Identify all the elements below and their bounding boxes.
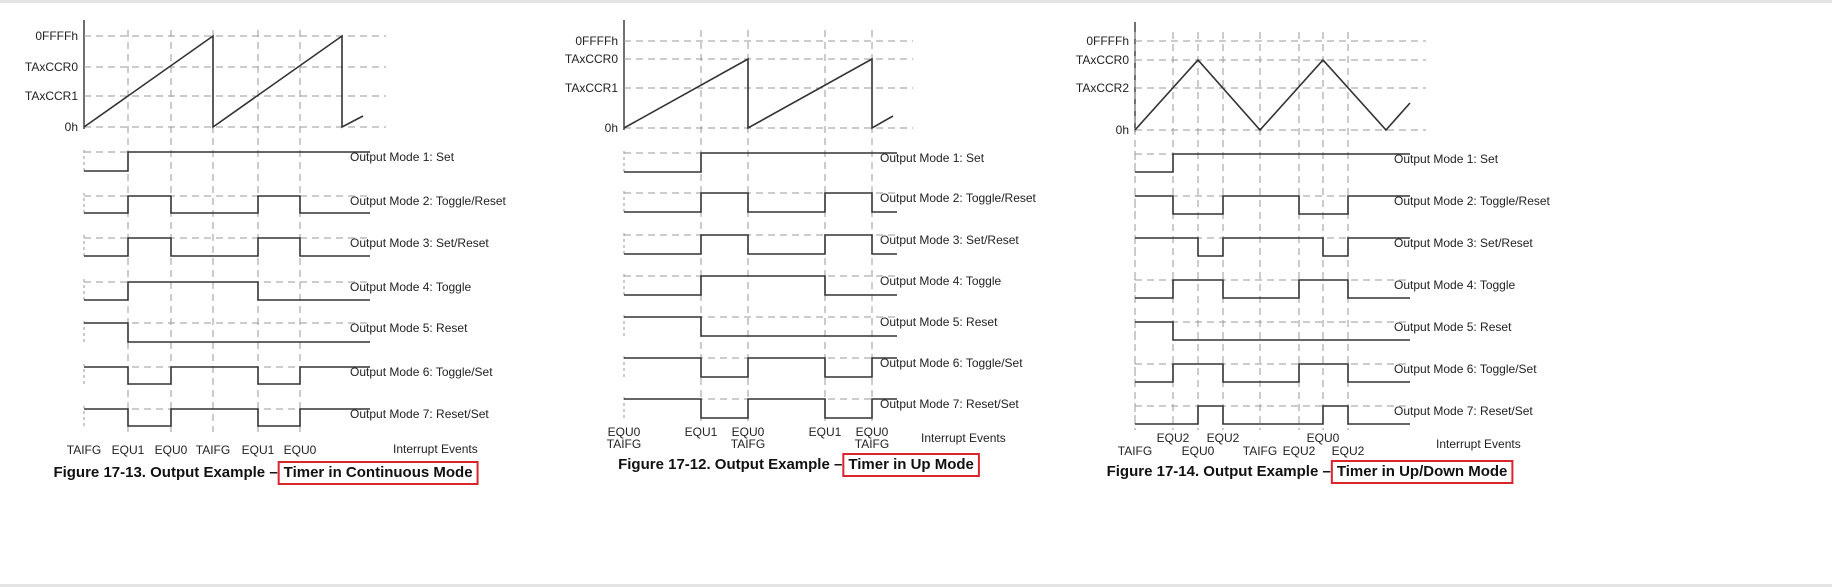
level-label-1: 0FFFFh [1086, 34, 1129, 48]
output-mode-2-waveform [1135, 195, 1410, 215]
interrupt-events-label: Interrupt Events [393, 442, 478, 456]
output-mode-4-waveform [84, 281, 370, 301]
caption-number: Figure 17-13. Output Example – [53, 464, 277, 481]
output-mode-7-waveform [1135, 405, 1410, 425]
output-mode-6-waveform [624, 357, 897, 378]
event-label-1: EQU0 [608, 425, 641, 439]
level-label-2: TAxCCR0 [565, 52, 618, 66]
level-label-3: TAxCCR1 [565, 81, 618, 95]
output-mode-2-label: Output Mode 2: Toggle/Reset [1394, 194, 1551, 208]
caption-number: Figure 17-12. Output Example – [618, 456, 842, 473]
event-label-8: EQU2 [1332, 444, 1365, 458]
event-label-3: EQU0 [1182, 444, 1215, 458]
level-label-3: TAxCCR1 [25, 89, 78, 103]
output-mode-3-waveform [1135, 237, 1410, 257]
output-mode-6-label: Output Mode 6: Toggle/Set [350, 365, 493, 379]
event-sublabel-1: TAIFG [607, 437, 641, 451]
output-mode-1-waveform [624, 152, 897, 173]
level-label-2: TAxCCR0 [1076, 53, 1129, 67]
level-label-1: 0FFFFh [575, 34, 618, 48]
event-label-2: EQU1 [685, 425, 718, 439]
event-label-2: EQU1 [112, 443, 145, 457]
event-label-1: TAIFG [1118, 444, 1152, 458]
output-mode-5-waveform [624, 316, 897, 337]
output-mode-3-waveform [84, 237, 370, 257]
timer-count-waveform [623, 57, 894, 130]
output-mode-2-waveform [624, 192, 897, 213]
event-label-5: TAIFG [1243, 444, 1277, 458]
output-mode-5-waveform [84, 322, 370, 343]
output-mode-4-label: Output Mode 4: Toggle [350, 280, 472, 294]
output-mode-3-label: Output Mode 3: Set/Reset [1394, 236, 1533, 250]
figure-caption: Figure 17-14. Output Example – Timer in … [1107, 460, 1514, 484]
caption-highlight-box [1330, 460, 1514, 484]
output-mode-5-label: Output Mode 5: Reset [350, 321, 468, 335]
figure-caption: Figure 17-12. Output Example – Timer in … [618, 453, 980, 477]
event-label-1: TAIFG [67, 443, 101, 457]
event-sublabel-3: TAIFG [731, 437, 765, 451]
output-mode-7-label: Output Mode 7: Reset/Set [880, 397, 1019, 411]
event-label-5: EQU0 [856, 425, 889, 439]
event-label-3: EQU0 [732, 425, 765, 439]
output-mode-4-label: Output Mode 4: Toggle [1394, 278, 1516, 292]
caption-title: Timer in Up/Down Mode [1337, 463, 1508, 480]
event-label-4: EQU1 [809, 425, 842, 439]
output-mode-7-label: Output Mode 7: Reset/Set [1394, 404, 1533, 418]
output-mode-3-label: Output Mode 3: Set/Reset [880, 233, 1019, 247]
caption-title: Timer in Up Mode [848, 456, 974, 473]
output-mode-1-waveform [1135, 153, 1410, 173]
event-label-2: EQU2 [1157, 431, 1190, 445]
level-label-1: 0FFFFh [35, 29, 78, 43]
caption-highlight-box [277, 461, 479, 485]
output-mode-1-label: Output Mode 1: Set [350, 150, 455, 164]
event-label-3: EQU0 [155, 443, 188, 457]
interrupt-events-label: Interrupt Events [1436, 437, 1521, 451]
output-mode-6-label: Output Mode 6: Toggle/Set [880, 356, 1023, 370]
output-mode-4-waveform [1135, 279, 1410, 299]
event-label-4: EQU2 [1207, 431, 1240, 445]
event-label-4: TAIFG [196, 443, 230, 457]
event-label-7: EQU0 [1307, 431, 1340, 445]
output-mode-7-label: Output Mode 7: Reset/Set [350, 407, 489, 421]
interrupt-events-label: Interrupt Events [921, 431, 1006, 445]
output-mode-3-label: Output Mode 3: Set/Reset [350, 236, 489, 250]
level-label-3: TAxCCR2 [1076, 81, 1129, 95]
timer-count-waveform [1134, 58, 1411, 132]
event-label-6: EQU2 [1283, 444, 1316, 458]
caption-highlight-box [842, 453, 980, 477]
level-label-2: TAxCCR0 [25, 60, 78, 74]
event-label-5: EQU1 [242, 443, 275, 457]
output-mode-2-label: Output Mode 2: Toggle/Reset [350, 194, 507, 208]
output-mode-6-label: Output Mode 6: Toggle/Set [1394, 362, 1537, 376]
output-mode-3-waveform [624, 234, 897, 255]
event-label-6: EQU0 [284, 443, 317, 457]
caption-number: Figure 17-14. Output Example – [1107, 463, 1331, 480]
output-mode-5-label: Output Mode 5: Reset [880, 315, 998, 329]
output-mode-4-waveform [624, 275, 897, 296]
level-label-4: 0h [1116, 123, 1129, 137]
event-sublabel-5: TAIFG [855, 437, 889, 451]
output-mode-2-waveform [84, 195, 370, 214]
output-mode-7-waveform [624, 398, 897, 419]
output-mode-2-label: Output Mode 2: Toggle/Reset [880, 191, 1037, 205]
timer-count-waveform [83, 34, 364, 129]
output-mode-1-label: Output Mode 1: Set [880, 151, 985, 165]
output-mode-1-label: Output Mode 1: Set [1394, 152, 1499, 166]
output-mode-1-waveform [84, 151, 370, 172]
figure-caption: Figure 17-13. Output Example – Timer in … [53, 461, 479, 485]
level-label-4: 0h [605, 121, 618, 135]
caption-title: Timer in Continuous Mode [284, 464, 473, 481]
output-mode-7-waveform [84, 408, 370, 427]
level-label-4: 0h [65, 120, 78, 134]
output-mode-5-label: Output Mode 5: Reset [1394, 320, 1512, 334]
output-mode-4-label: Output Mode 4: Toggle [880, 274, 1002, 288]
output-mode-5-waveform [1135, 321, 1410, 341]
output-mode-6-waveform [84, 366, 370, 385]
output-mode-6-waveform [1135, 363, 1410, 383]
